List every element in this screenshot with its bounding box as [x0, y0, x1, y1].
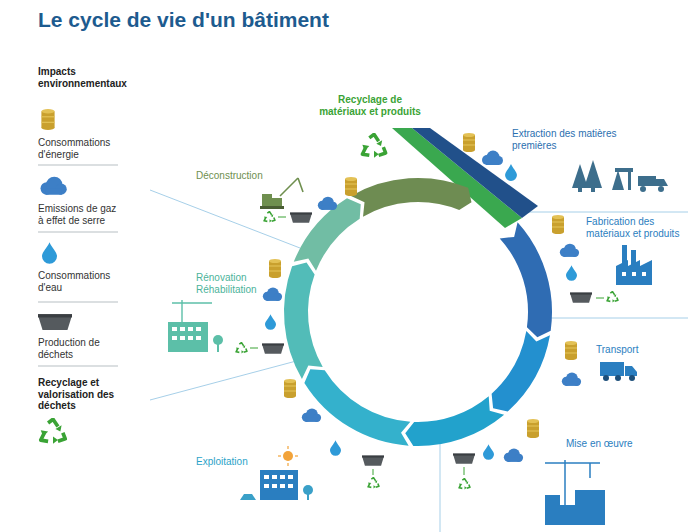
ring-segment	[500, 222, 552, 337]
ring-segment	[304, 369, 410, 445]
legend-text: Consommations d'eau	[38, 270, 123, 293]
stage-label: Recyclage de matériaux et produits	[318, 94, 422, 117]
truck-icon	[600, 362, 637, 381]
ring-segment	[351, 178, 471, 217]
ring-segment	[405, 396, 504, 446]
ring-segment	[284, 262, 323, 379]
construction-site	[545, 490, 605, 525]
factory-icon	[616, 245, 652, 285]
legend-text: Emissions de gaz à effet de serre	[38, 203, 123, 226]
stage-label: Transport	[596, 344, 676, 356]
stage-label: Rénovation Réhabilitation	[196, 272, 274, 295]
stage-label: Mise en œuvre	[566, 438, 666, 450]
legend-heading: Impacts environnementaux	[38, 66, 128, 89]
legend-text: Recyclage et valorisation des déchets	[38, 377, 123, 412]
building-in-use	[240, 446, 313, 500]
renovation-building	[168, 300, 223, 352]
demolition-machine	[260, 178, 303, 209]
life-cycle-ring	[284, 178, 552, 446]
stage-label: Exploitation	[196, 456, 276, 468]
raw-materials-icons	[572, 160, 668, 192]
legend-text: Consommations d'énergie	[38, 137, 123, 160]
stage-label: Déconstruction	[196, 170, 286, 182]
separator-lines	[150, 190, 688, 532]
diagram-title: Le cycle de vie d'un bâtiment	[38, 8, 329, 32]
ring-segment	[492, 331, 550, 411]
stage-label: Extraction des matières premières	[512, 128, 632, 151]
recycling-band	[392, 128, 522, 228]
legend-text: Production de déchets	[38, 337, 123, 360]
stage-label: Fabrication des matériaux et produits	[586, 216, 682, 239]
